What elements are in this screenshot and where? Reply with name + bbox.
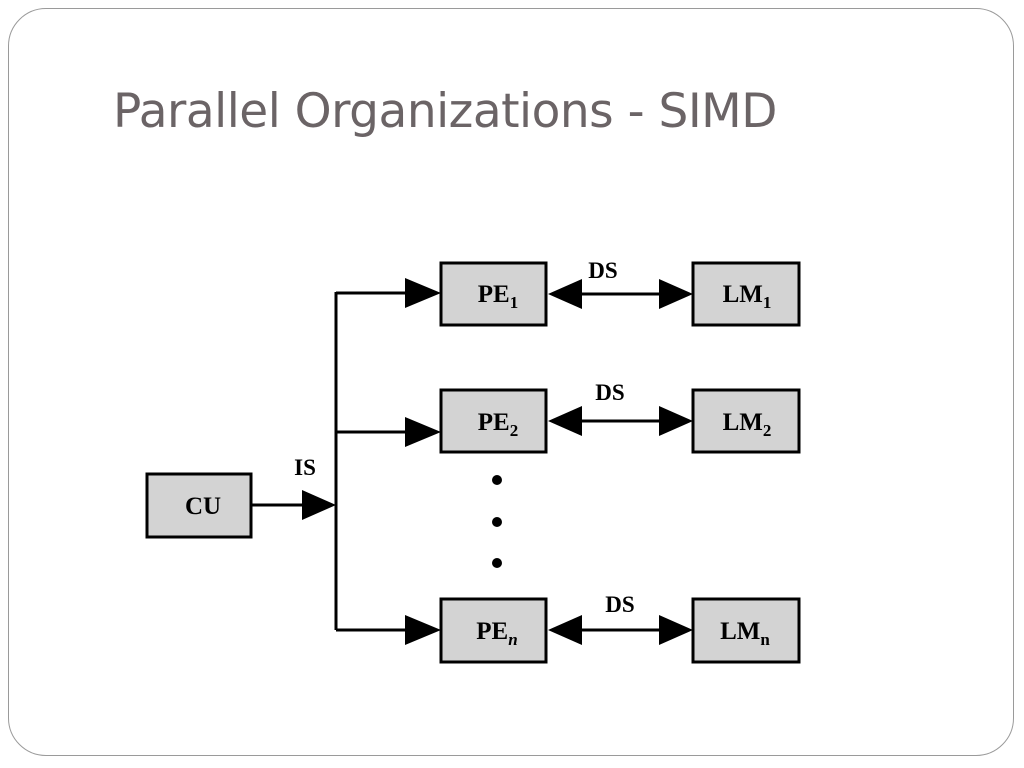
processing-element-label-1: PE1 [478,281,518,312]
local-memory-box-n: LMn [691,597,801,664]
data-stream-arrow-1 [548,279,693,309]
local-memory-label-1: LM1 [723,281,772,312]
instruction-stream-label: IS [294,455,316,480]
local-memory-box-2: LM2 [691,388,801,454]
data-stream-label-1: DS [588,258,617,283]
branch-arrow-pe-2 [336,417,441,447]
data-stream-arrow-n [548,615,693,645]
branch-arrow-pe-1 [336,278,441,308]
processing-element-box-n: PEn [439,597,548,664]
processing-element-box-2: PE2 [439,388,548,454]
instruction-stream-connector [251,490,336,520]
ellipsis-dots [492,475,502,568]
local-memory-label-n: LMn [720,618,770,649]
data-stream-label-2: DS [595,380,624,405]
processing-element-box-1: PE1 [439,261,548,327]
control-unit-label: CU [185,493,221,520]
slide-title: Parallel Organizations - SIMD [113,84,777,139]
control-unit-box: CU [145,472,253,539]
local-memory-label-2: LM2 [723,409,772,440]
processing-element-label-n: PEn [476,618,517,649]
processing-element-label-2: PE2 [478,409,518,440]
data-stream-arrow-2 [548,406,693,436]
branch-arrow-pe-n [336,615,441,645]
data-stream-label-n: DS [605,592,634,617]
local-memory-box-1: LM1 [691,261,801,327]
